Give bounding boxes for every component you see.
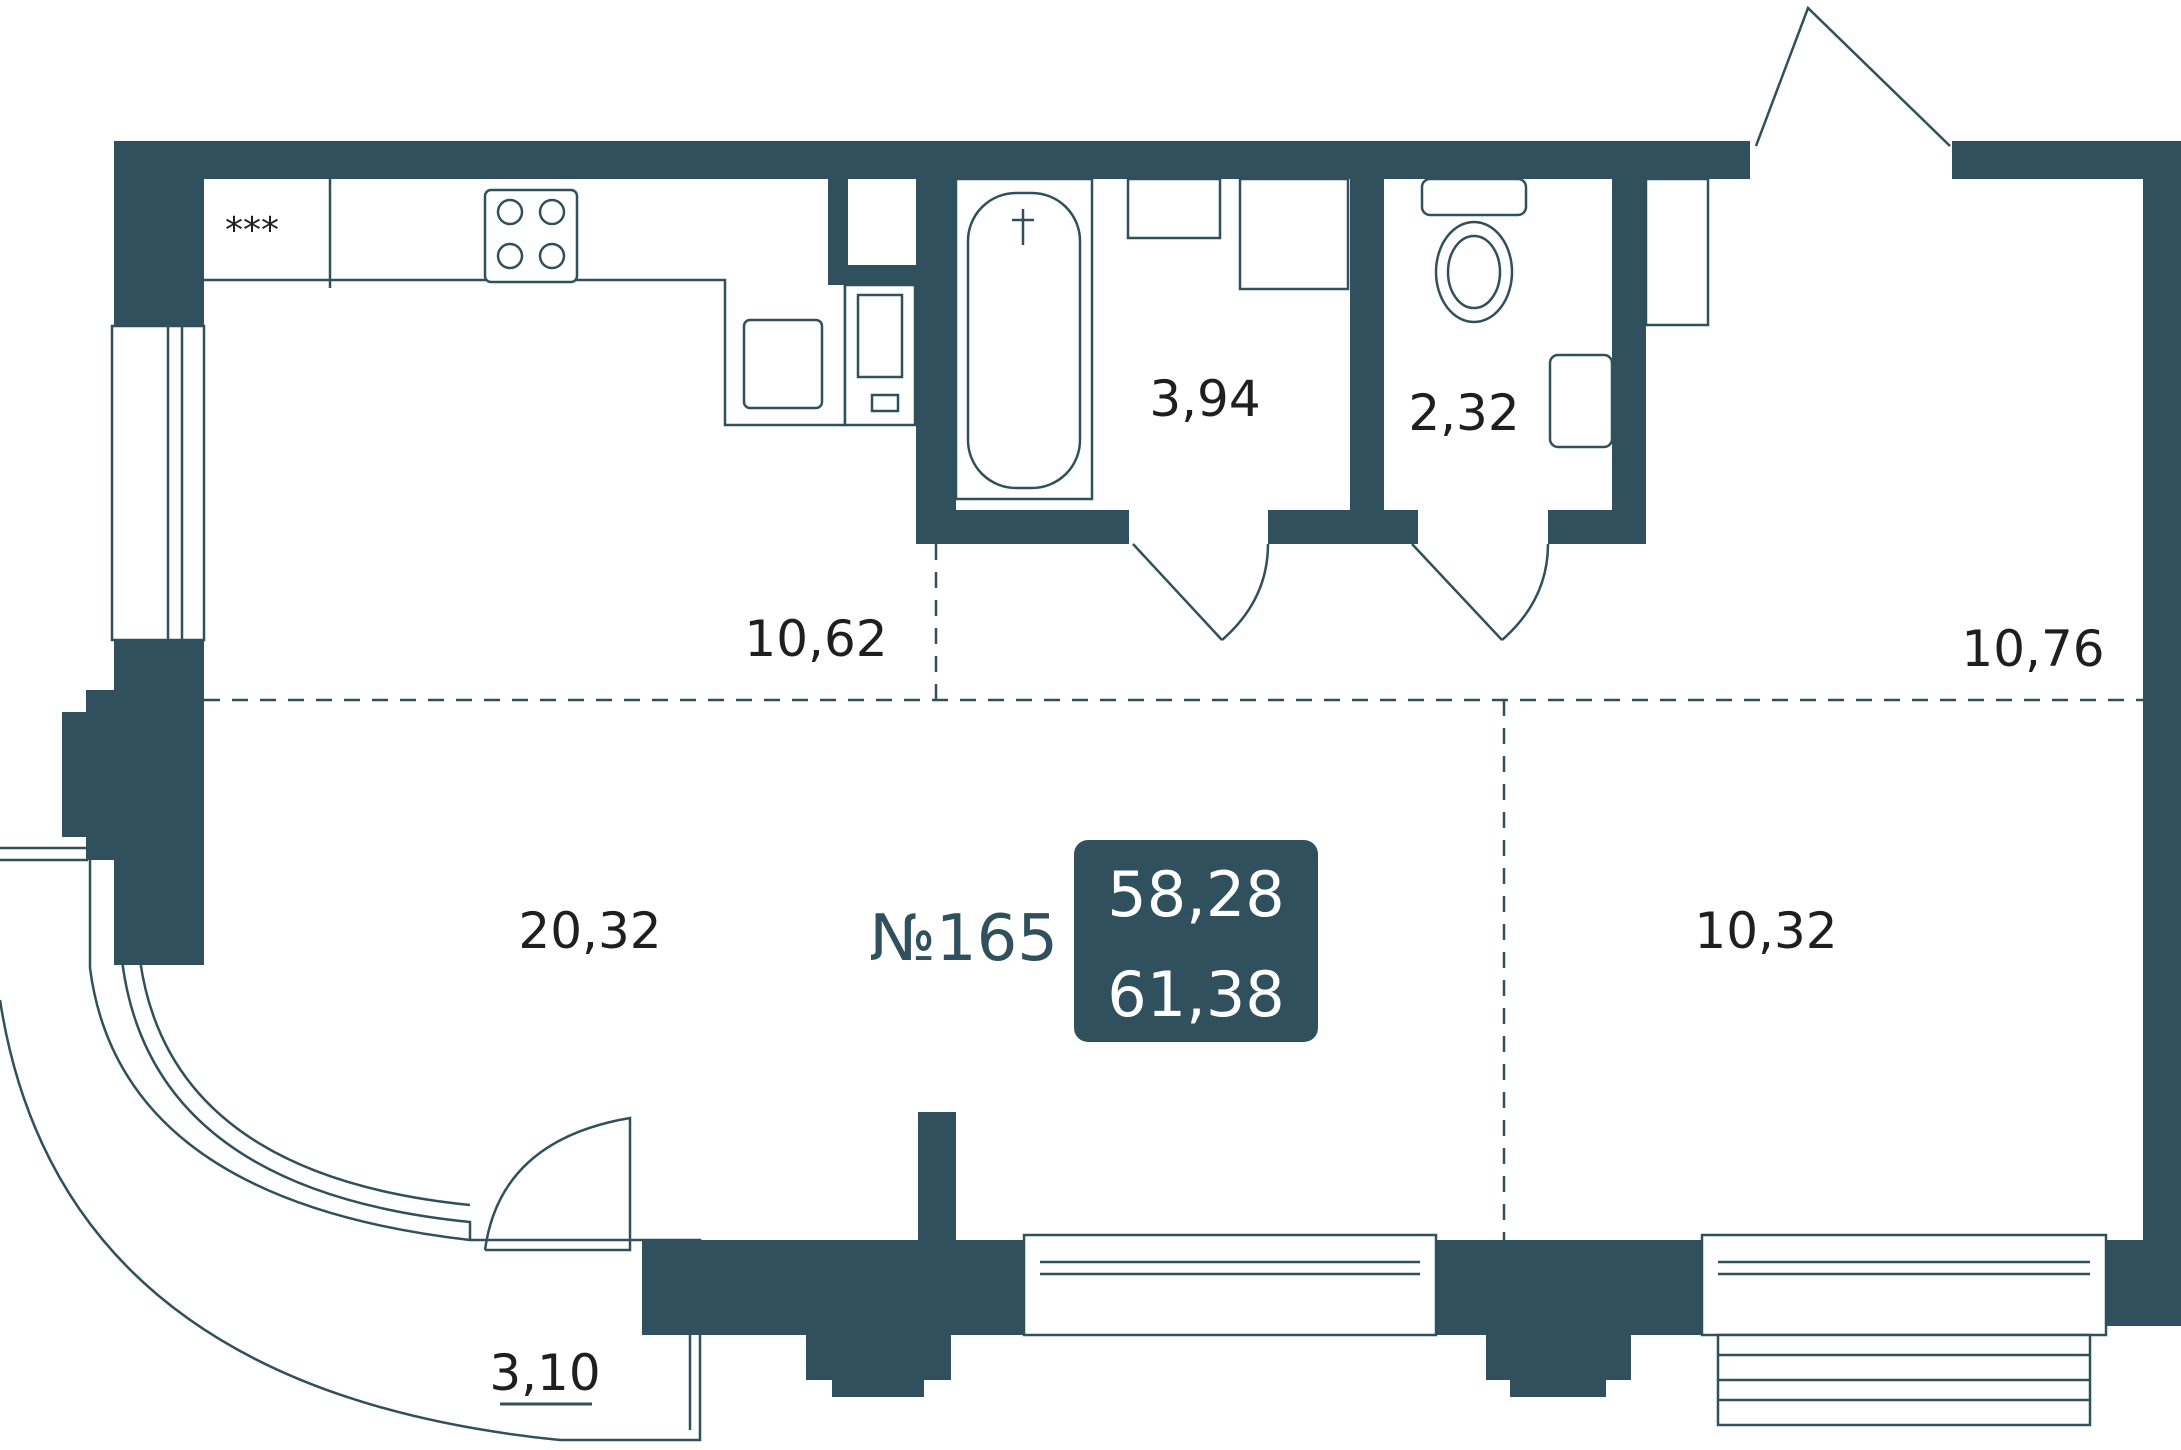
wall-bottom-2-foot-2 [1510,1375,1606,1397]
wall-bottom-2 [1418,1240,1718,1335]
wall-column [918,1112,956,1247]
wall-bath-divider [1350,179,1384,544]
balcony-rail-inner [120,959,472,1240]
cooktop [483,188,579,284]
wall-wc-right [1612,179,1646,544]
wall-niche [828,179,848,269]
washbasin [1126,177,1222,240]
kitchen-furniture: *** [204,179,917,427]
area-with-balcony: 61,38 [1107,958,1285,1031]
bathtub-inner [966,191,1082,490]
wall-right [2143,141,2181,1326]
apartment-number: №165 [869,902,1058,976]
toilet-tank [1420,177,1528,217]
wall-top-right [1952,141,2181,179]
wall-left-pier-2 [62,712,90,837]
bathroom-fixtures [954,177,1710,501]
windows [110,324,2108,1427]
wall-bottom-1 [642,1240,1039,1335]
area-badge [1074,840,1318,1042]
sink [742,318,824,410]
balcony-door[interactable] [483,1116,632,1252]
entrance-door[interactable] [1754,5,1951,147]
wc-sink [1548,353,1614,449]
window-left [110,324,206,642]
wall-left-lower [114,640,204,965]
wall-top [114,141,1750,179]
wall-bath-left [916,179,956,544]
room-label-bathroom: 3,94 [1149,370,1260,428]
wall-left-upper [114,141,204,326]
window-bottom-2 [1700,1233,2108,1337]
washing-machine [1238,177,1350,291]
wc-door[interactable] [1411,543,1550,641]
doors [483,5,1951,1252]
wall-bottom-1-foot [806,1325,951,1380]
hall-cabinet [1644,177,1710,327]
fridge-panel [856,293,904,379]
wall-wc-bottom-right [1548,510,1612,544]
stove-marks: *** [225,210,279,251]
wall-bottom-1-foot-2 [832,1375,924,1397]
wall-bottom-2-foot [1486,1325,1631,1380]
walls [62,141,2181,1397]
wall-bath-bottom-left [916,510,1129,544]
room-label-balcony: 3,10 [489,1344,600,1402]
room-label-hall: 10,76 [1961,620,2104,678]
room-label-toilet: 2,32 [1408,384,1519,442]
room-label-living: 20,32 [518,902,661,960]
wall-niche-bottom [828,265,920,285]
wall-left-pier [86,690,116,860]
wall-bath-bottom-mid [1268,510,1418,544]
wall-bottom-3 [2098,1240,2181,1326]
room-label-kitchen: 10,62 [744,610,887,668]
zone-dividers [204,544,2143,1240]
window-bottom-1 [1022,1233,1438,1337]
area-total: 58,28 [1107,858,1285,931]
balcony-outline [0,846,702,1442]
balcony-rail-inner-2 [138,959,471,1207]
bathroom-door[interactable] [1132,543,1270,641]
room-label-bedroom: 10,32 [1694,902,1837,960]
